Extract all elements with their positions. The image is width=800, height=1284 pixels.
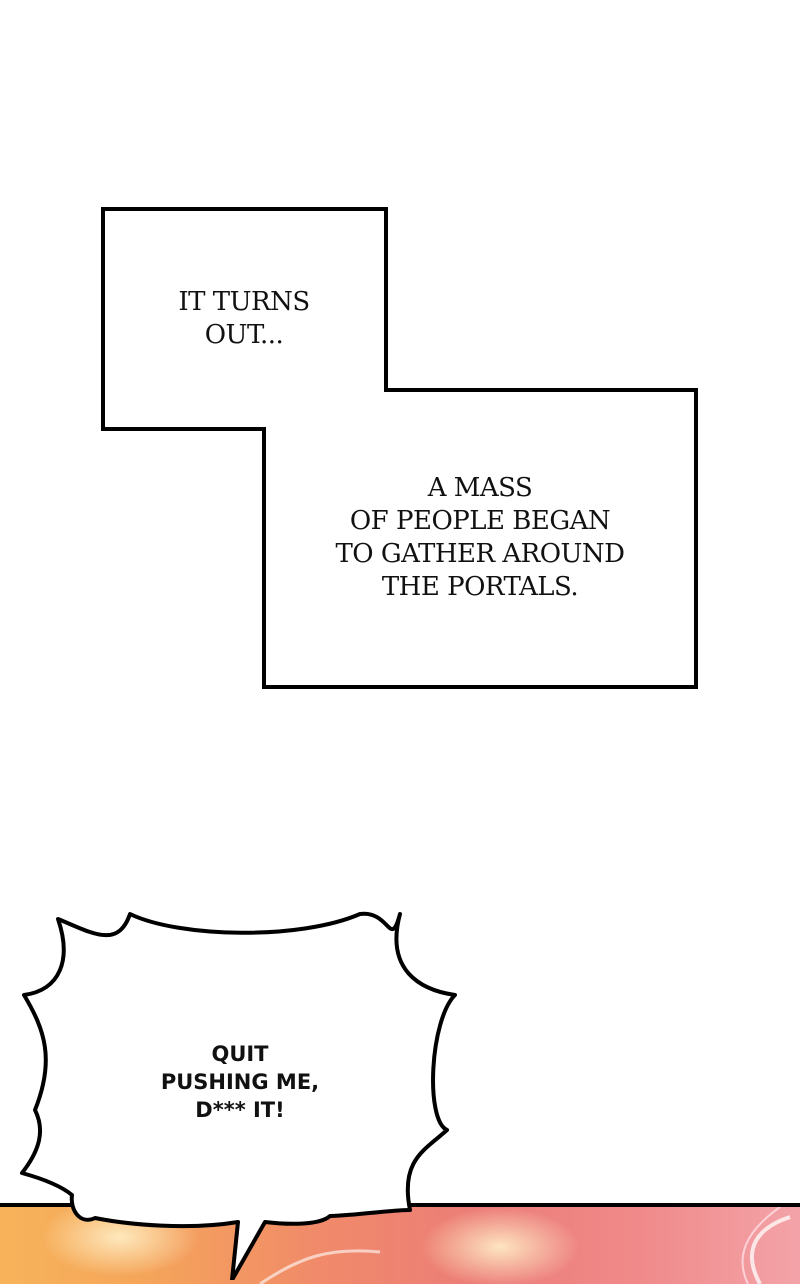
speech-line: QUIT [211, 1042, 269, 1066]
lightning-streak [259, 1207, 791, 1284]
caption-2-line: TO GATHER AROUND [335, 539, 625, 569]
speech-bubble-shape [20, 911, 457, 1280]
caption-2-line: OF PEOPLE BEGAN [349, 506, 611, 536]
caption-1-line: IT TURNS [178, 287, 310, 317]
caption-box-outline [101, 207, 698, 689]
speech-line: PUSHING ME, [160, 1070, 320, 1094]
caption-1: IT TURNS OUT... [144, 286, 344, 352]
caption-2: A MASS OF PEOPLE BEGAN TO GATHER AROUND … [310, 472, 650, 604]
caption-1-line: OUT... [204, 320, 284, 350]
caption-box-shape [101, 207, 698, 689]
caption-2-line: THE PORTALS. [381, 572, 579, 602]
speech-bubble-outline [20, 911, 457, 1280]
speech-line: D*** IT! [195, 1098, 285, 1122]
speech-bubble-text: QUIT PUSHING ME, D*** IT! [120, 1040, 360, 1124]
light-glow [420, 1207, 580, 1284]
caption-2-line: A MASS [427, 473, 533, 503]
